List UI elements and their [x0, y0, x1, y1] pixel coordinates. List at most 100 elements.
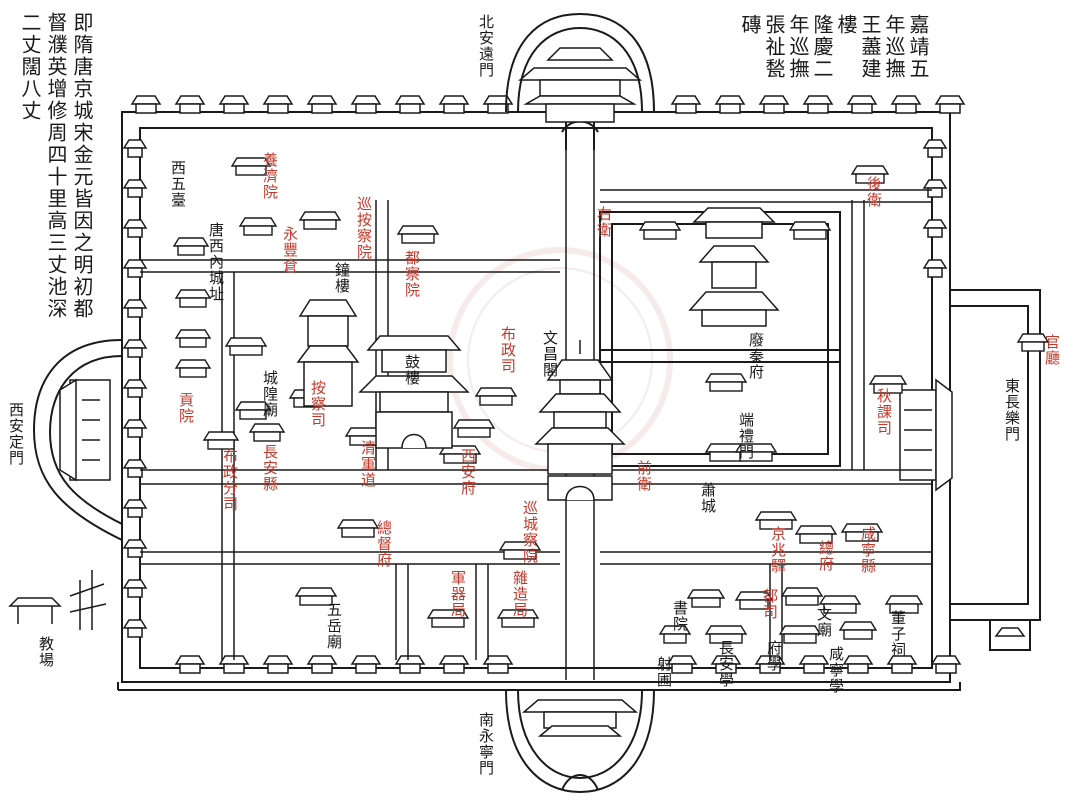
pavilion — [802, 95, 834, 114]
label-guanting: 官廳 — [1043, 334, 1061, 366]
pavilion — [474, 387, 518, 406]
pavilion — [754, 511, 798, 530]
pavilion — [172, 237, 210, 256]
pavilion — [174, 329, 212, 348]
pavilion — [122, 339, 148, 358]
pavilion — [262, 655, 294, 674]
label-wuyuehan: 五岳廟 — [325, 602, 343, 650]
caption-col: 年巡撫 — [786, 14, 810, 80]
pavilion — [122, 299, 148, 318]
east-gate-barbican — [950, 289, 1041, 651]
pavilion — [798, 655, 830, 674]
caption-col: 即隋唐京城宋金元皆因之明初都 — [70, 12, 94, 320]
label-anchasi: 按察司 — [309, 380, 327, 428]
pavilion — [122, 459, 148, 478]
pavilion — [496, 609, 540, 628]
label-changan-xue: 長安學 — [717, 640, 735, 688]
pavilion — [202, 431, 240, 450]
label-chenghuang: 城隍廟 — [261, 370, 279, 418]
caption-col: 王藎建 — [858, 14, 882, 80]
pavilion — [224, 337, 268, 356]
pavilion — [394, 655, 426, 674]
pavilion — [350, 95, 382, 114]
pavilion — [122, 259, 148, 278]
pavilion — [122, 619, 148, 638]
south-gate-tower — [521, 699, 639, 737]
label-zuowei: 前衛 — [635, 460, 653, 492]
label-tang-palace: 唐西內城址 — [207, 222, 225, 302]
gate-west: 西安定門 — [7, 402, 25, 466]
label-zazaoju: 雜造局 — [511, 570, 529, 618]
pavilion — [482, 95, 514, 114]
wenchang-pagoda — [534, 340, 626, 501]
pavilion — [482, 655, 514, 674]
pavilion — [886, 655, 918, 674]
label-yongfeng: 永豐倉 — [281, 226, 299, 274]
wall-battlements — [122, 95, 966, 674]
pavilion — [850, 165, 890, 184]
pavilion — [394, 95, 426, 114]
label-xiaocheng: 蕭城 — [699, 482, 717, 514]
pavilion — [930, 655, 962, 674]
pavilion — [734, 443, 778, 462]
pavilion — [294, 587, 338, 606]
pavilion — [234, 401, 272, 420]
label-duchayuan: 都察院 — [403, 250, 421, 298]
pavilion — [218, 95, 250, 114]
label-wenchang: 文昌閣 — [541, 330, 559, 378]
pavilion — [818, 595, 862, 614]
qin-palace-hall — [688, 207, 780, 327]
label-fuxue: 府學 — [765, 640, 783, 672]
label-houwei: 後衛 — [865, 176, 883, 208]
pavilion — [934, 95, 966, 114]
label-sheting: 射圃 — [655, 656, 673, 688]
label-junqiju: 軍器局 — [449, 570, 467, 618]
pavilion — [452, 419, 496, 438]
pavilion — [758, 95, 790, 114]
label-xianning-xian: 咸寧縣 — [859, 526, 877, 574]
gate-north: 北安遠門 — [477, 14, 495, 78]
pavilion — [1016, 333, 1050, 352]
pavilion — [262, 95, 294, 114]
pavilion — [174, 359, 212, 378]
label-jingzhaoyi: 京兆驛 — [769, 526, 787, 574]
pavilion — [122, 379, 148, 398]
pavilion — [846, 95, 878, 114]
label-gongyuan: 貢院 — [177, 392, 195, 424]
pavilion — [838, 621, 878, 640]
west-gate-barbican — [32, 339, 123, 541]
pavilion — [922, 219, 948, 238]
label-jiaochang: 教場 — [37, 636, 55, 668]
pavilion — [336, 519, 380, 538]
pavilion — [396, 225, 440, 244]
pavilion — [922, 139, 948, 158]
label-dongzi: 董子祠 — [889, 610, 907, 658]
caption-col: 督濮英增修周四十里高三丈池深 — [44, 12, 68, 320]
south-gate-barbican — [505, 689, 655, 794]
label-buzhengfensi: 布政分司 — [221, 448, 239, 512]
pavilion — [122, 579, 148, 598]
pavilion — [306, 95, 338, 114]
pavilion — [306, 655, 338, 674]
label-yangji: 養濟院 — [261, 152, 279, 200]
label-shuyuan: 書院 — [671, 600, 689, 632]
pavilion — [778, 625, 822, 644]
label-duanli: 端禮門 — [737, 412, 755, 460]
drum-tower — [358, 335, 470, 449]
label-qingjun: 清軍道 — [359, 440, 377, 488]
pavilion — [670, 95, 702, 114]
pavilion — [122, 499, 148, 518]
pavilion — [238, 217, 278, 236]
label-wenmiao: 文廟 — [815, 606, 833, 638]
pavilion — [122, 139, 148, 158]
caption-col: 磚 — [738, 14, 762, 36]
pavilion — [704, 373, 748, 392]
pavilion — [174, 289, 212, 308]
label-xianning-xue: 咸寧學 — [827, 646, 845, 694]
pavilion — [686, 589, 726, 608]
pavilion — [122, 539, 148, 558]
label-changan-xian: 長安縣 — [261, 444, 279, 492]
label-zongfu: 總府 — [817, 540, 835, 572]
label-buzhengsi: 布政司 — [499, 326, 517, 374]
